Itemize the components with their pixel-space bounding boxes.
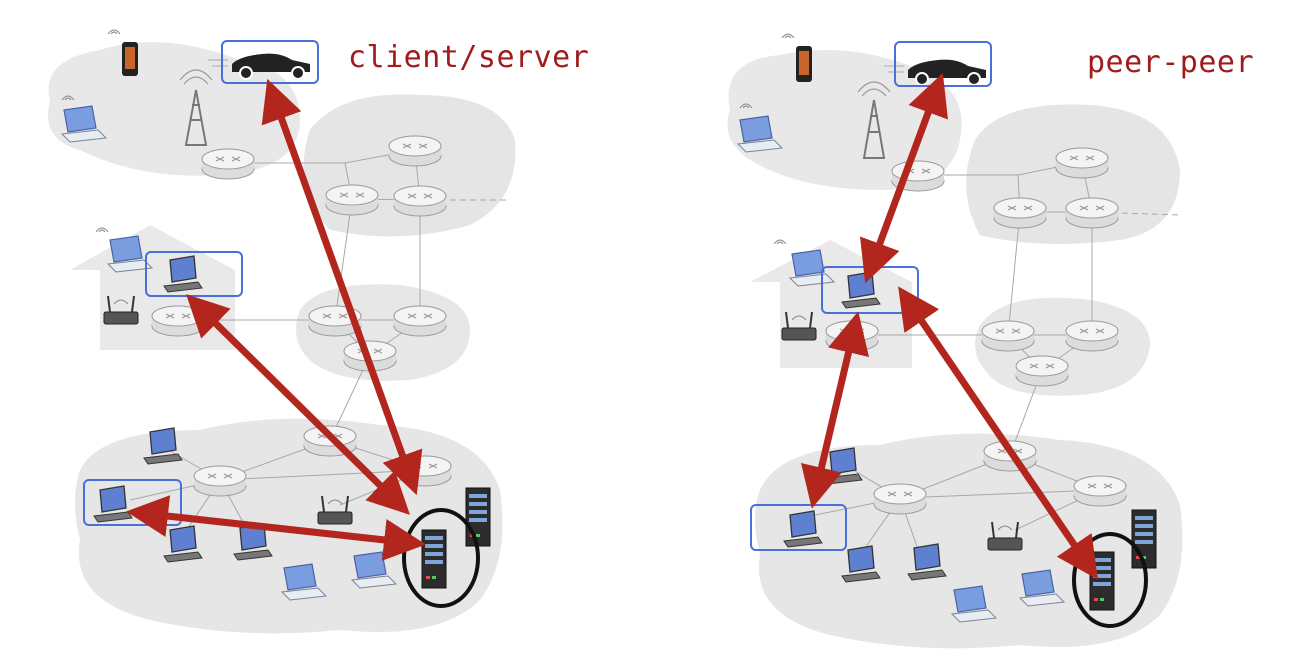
peer-peer-diagram: peer-peer xyxy=(650,0,1300,672)
server-circle xyxy=(1072,532,1148,628)
router-icon xyxy=(388,135,442,167)
wifi-signal-icon xyxy=(773,239,787,245)
wifi-signal-icon xyxy=(95,227,109,233)
phone-icon xyxy=(781,33,812,82)
server-icon xyxy=(1089,551,1115,611)
phone-icon xyxy=(107,29,138,76)
router-icon xyxy=(981,320,1035,352)
router-icon xyxy=(1065,197,1119,229)
peer-highlight-box xyxy=(750,504,847,551)
client-server-diagram: client/server xyxy=(48,29,590,634)
router-icon xyxy=(873,483,927,515)
home-house-shape xyxy=(750,240,912,368)
client-server-network-svg xyxy=(48,29,516,634)
router-icon xyxy=(1055,147,1109,179)
diagram-title: peer-peer xyxy=(1087,45,1255,80)
router-icon xyxy=(201,148,255,180)
mobile-network-cloud xyxy=(48,42,300,176)
router-icon xyxy=(993,197,1047,229)
communication-arrows xyxy=(126,78,426,561)
server-icon xyxy=(465,487,491,547)
router-icon xyxy=(1073,475,1127,507)
cell-tower-icon xyxy=(179,69,213,146)
router-icon xyxy=(193,465,247,497)
server-icon xyxy=(421,529,447,589)
router-icon xyxy=(151,305,205,337)
router-icon xyxy=(325,184,379,216)
diagram-title: client/server xyxy=(348,40,590,75)
router-icon xyxy=(393,185,447,217)
router-icon xyxy=(1065,320,1119,352)
peer-peer-network-svg xyxy=(727,33,1183,649)
communication-arrows xyxy=(800,72,1098,580)
home-house-shape xyxy=(70,225,235,350)
router-icon xyxy=(393,305,447,337)
car-icon xyxy=(208,53,310,80)
router-icon xyxy=(1015,355,1069,387)
